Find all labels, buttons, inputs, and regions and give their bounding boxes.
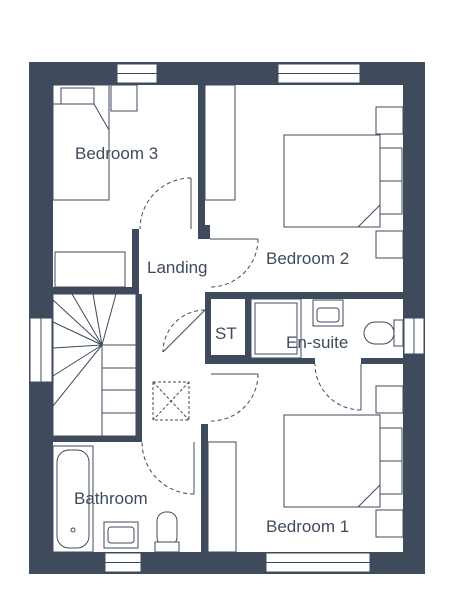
label-bedroom1: Bedroom 1	[266, 517, 349, 536]
label-bathroom: Bathroom	[74, 489, 148, 508]
bathroom-fixtures	[52, 445, 180, 553]
ensuite-toilet-cistern	[393, 319, 404, 347]
label-ensuite: En-suite	[286, 333, 348, 352]
doors	[139, 177, 362, 495]
room-labels: Bedroom 3 Landing Bedroom 2 ST En-suite …	[74, 144, 349, 536]
label-landing: Landing	[147, 258, 208, 277]
bed-1	[283, 414, 381, 508]
label-bedroom3: Bedroom 3	[75, 144, 158, 163]
wardrobe-1	[207, 441, 237, 553]
bedroom1-furniture	[207, 385, 404, 553]
nightstand	[110, 84, 138, 112]
bedroom2-furniture	[204, 84, 404, 259]
label-st: ST	[215, 324, 237, 343]
bed-2	[283, 134, 381, 228]
bathroom-toilet	[156, 511, 178, 547]
wardrobe-3	[54, 251, 126, 288]
staircase	[52, 293, 137, 437]
wardrobe-2	[204, 84, 236, 201]
bedroom3-furniture	[52, 84, 138, 288]
windows	[29, 63, 425, 573]
label-bedroom2: Bedroom 2	[266, 249, 349, 268]
internal-walls	[53, 85, 403, 552]
loft-hatch	[152, 381, 190, 421]
ensuite-fixtures	[250, 298, 404, 359]
